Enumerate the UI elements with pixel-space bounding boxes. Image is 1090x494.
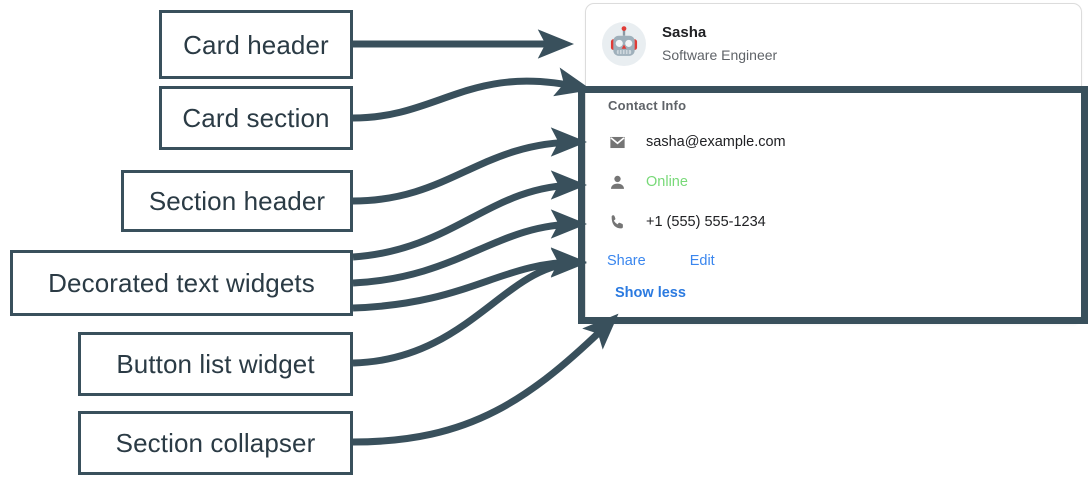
annotation-label: Section collapser (115, 428, 316, 458)
decorated-text-value: Online (646, 173, 688, 190)
annotation-card-section: Card section (159, 86, 353, 150)
annotation-label: Button list widget (116, 349, 315, 379)
contact-card: Sasha Software Engineer Contact Info sas… (585, 3, 1082, 324)
edit-button[interactable]: Edit (689, 253, 715, 269)
arrow-decorated-text-3 (352, 247, 588, 312)
arrow-decorated-text-2 (352, 209, 588, 287)
annotation-label: Section header (148, 186, 326, 216)
annotation-section-collapser: Section collapser (78, 411, 353, 475)
button-list-widget: Share Edit (586, 244, 1081, 278)
robot-avatar-icon (602, 22, 646, 66)
arrow-decorated-text-1 (352, 170, 588, 261)
share-button[interactable]: Share (607, 253, 646, 269)
annotation-section-header: Section header (121, 170, 353, 232)
section-header: Contact Info (608, 98, 687, 113)
phone-icon (608, 213, 630, 232)
annotation-decorated-text-widgets: Decorated text widgets (10, 250, 353, 316)
decorated-text-widget-status: Online (586, 162, 1081, 202)
card-header-subtitle: Software Engineer (662, 46, 778, 63)
arrow-card-section (352, 67, 592, 122)
arrow-section-header (352, 127, 588, 205)
person-icon (608, 173, 630, 192)
annotation-label: Card section (182, 103, 330, 133)
decorated-text-widget-phone: +1 (555) 555-1234 (586, 202, 1081, 242)
card-header: Sasha Software Engineer (586, 4, 1081, 84)
decorated-text-value: +1 (555) 555-1234 (646, 213, 766, 230)
card-header-text: Sasha Software Engineer (662, 23, 777, 66)
arrow-button-list (352, 248, 588, 367)
arrow-section-collapser (352, 313, 619, 446)
section-collapser[interactable]: Show less (586, 278, 1081, 308)
annotation-label: Decorated text widgets (48, 268, 315, 298)
annotation-button-list-widget: Button list widget (78, 332, 353, 396)
decorated-text-widget-email: sasha@example.com (586, 122, 1081, 162)
mail-icon (608, 133, 630, 152)
section-collapser-label[interactable]: Show less (615, 285, 686, 301)
card-header-title: Sasha (662, 23, 707, 41)
annotation-label: Card header (183, 29, 329, 60)
card-section: Contact Info sasha@example.com (586, 84, 1081, 308)
annotation-card-header: Card header (159, 10, 353, 79)
decorated-text-value: sasha@example.com (646, 133, 786, 150)
